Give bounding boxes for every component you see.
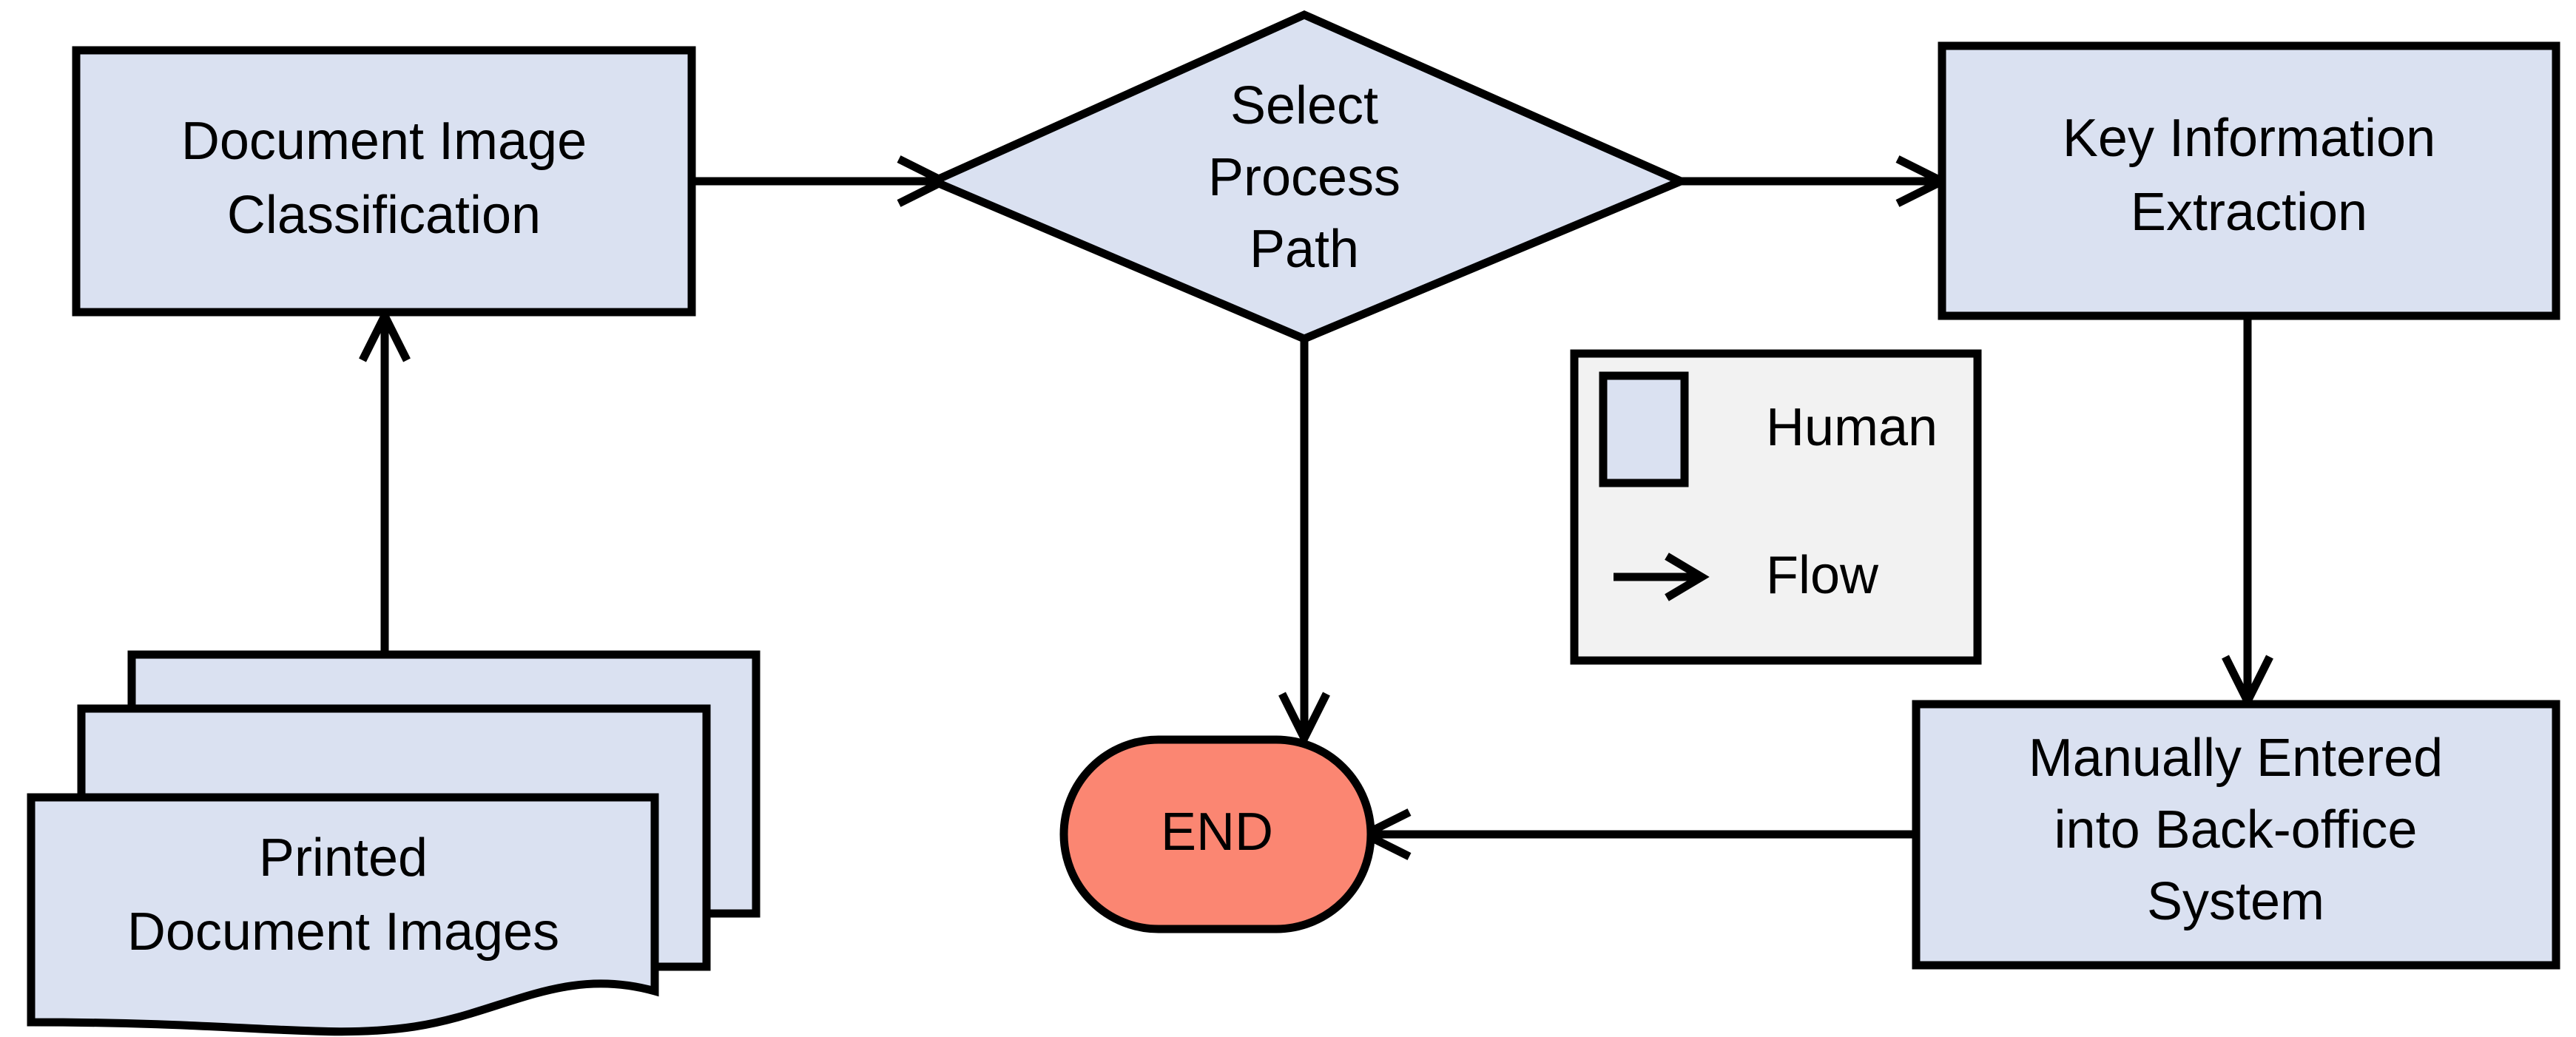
printed-documents-sheet-front[interactable] <box>27 793 659 1036</box>
manually-entered-label-line1: Manually Entered <box>2029 729 2443 788</box>
printed-document-images-label-line2: Document Images <box>127 902 559 962</box>
select-process-path-label-line2: Process <box>1208 148 1400 207</box>
end-terminator-shape[interactable] <box>1059 735 1375 933</box>
key-information-extraction-label-line2: Extraction <box>2131 183 2367 242</box>
edge-decision-to-end <box>1278 339 1330 748</box>
legend-item-human: Human <box>1599 371 1938 487</box>
legend-flow-label: Flow <box>1766 546 1879 605</box>
legend-human-label: Human <box>1766 398 1938 457</box>
document-image-classification-label-line1: Document Image <box>181 112 587 171</box>
node-printed-document-images[interactable]: Printed Document Images <box>27 650 761 1036</box>
legend-item-flow: Flow <box>1614 546 1879 605</box>
node-document-image-classification[interactable]: Document Image Classification <box>72 46 696 317</box>
node-end-terminator[interactable]: END <box>1059 735 1375 933</box>
select-process-path-label-line1: Select <box>1230 76 1378 135</box>
select-process-path-label-line3: Path <box>1250 220 1359 279</box>
edge-classification-to-decision <box>692 155 953 207</box>
legend-human-swatch-icon <box>1599 371 1689 487</box>
legend: Human Flow <box>1570 349 1982 665</box>
node-key-information-extraction[interactable]: Key Information Extraction <box>1938 41 2560 320</box>
manually-entered-label-line3: System <box>2147 872 2324 931</box>
edge-extraction-to-manual <box>2222 316 2273 711</box>
key-information-extraction-label-line1: Key Information <box>2063 109 2435 168</box>
manually-entered-label-line2: into Back-office <box>2054 800 2418 859</box>
select-process-path-diamond[interactable] <box>923 10 1691 343</box>
document-image-classification-label-line2: Classification <box>227 186 541 245</box>
edge-decision-to-extraction <box>1681 155 1952 207</box>
edge-manual-to-end <box>1355 808 1916 860</box>
edge-documents-to-classification <box>359 306 411 688</box>
key-information-extraction-box[interactable] <box>1938 41 2560 320</box>
printed-document-images-label-line1: Printed <box>259 828 428 888</box>
end-terminator-label: END <box>1161 803 1273 862</box>
node-manually-entered[interactable]: Manually Entered into Back-office System <box>1912 700 2560 970</box>
document-image-classification-box[interactable] <box>72 46 696 317</box>
node-select-process-path[interactable]: Select Process Path <box>923 10 1691 343</box>
legend-flow-arrowhead-icon <box>1665 553 1710 601</box>
manually-entered-box[interactable] <box>1912 700 2560 970</box>
